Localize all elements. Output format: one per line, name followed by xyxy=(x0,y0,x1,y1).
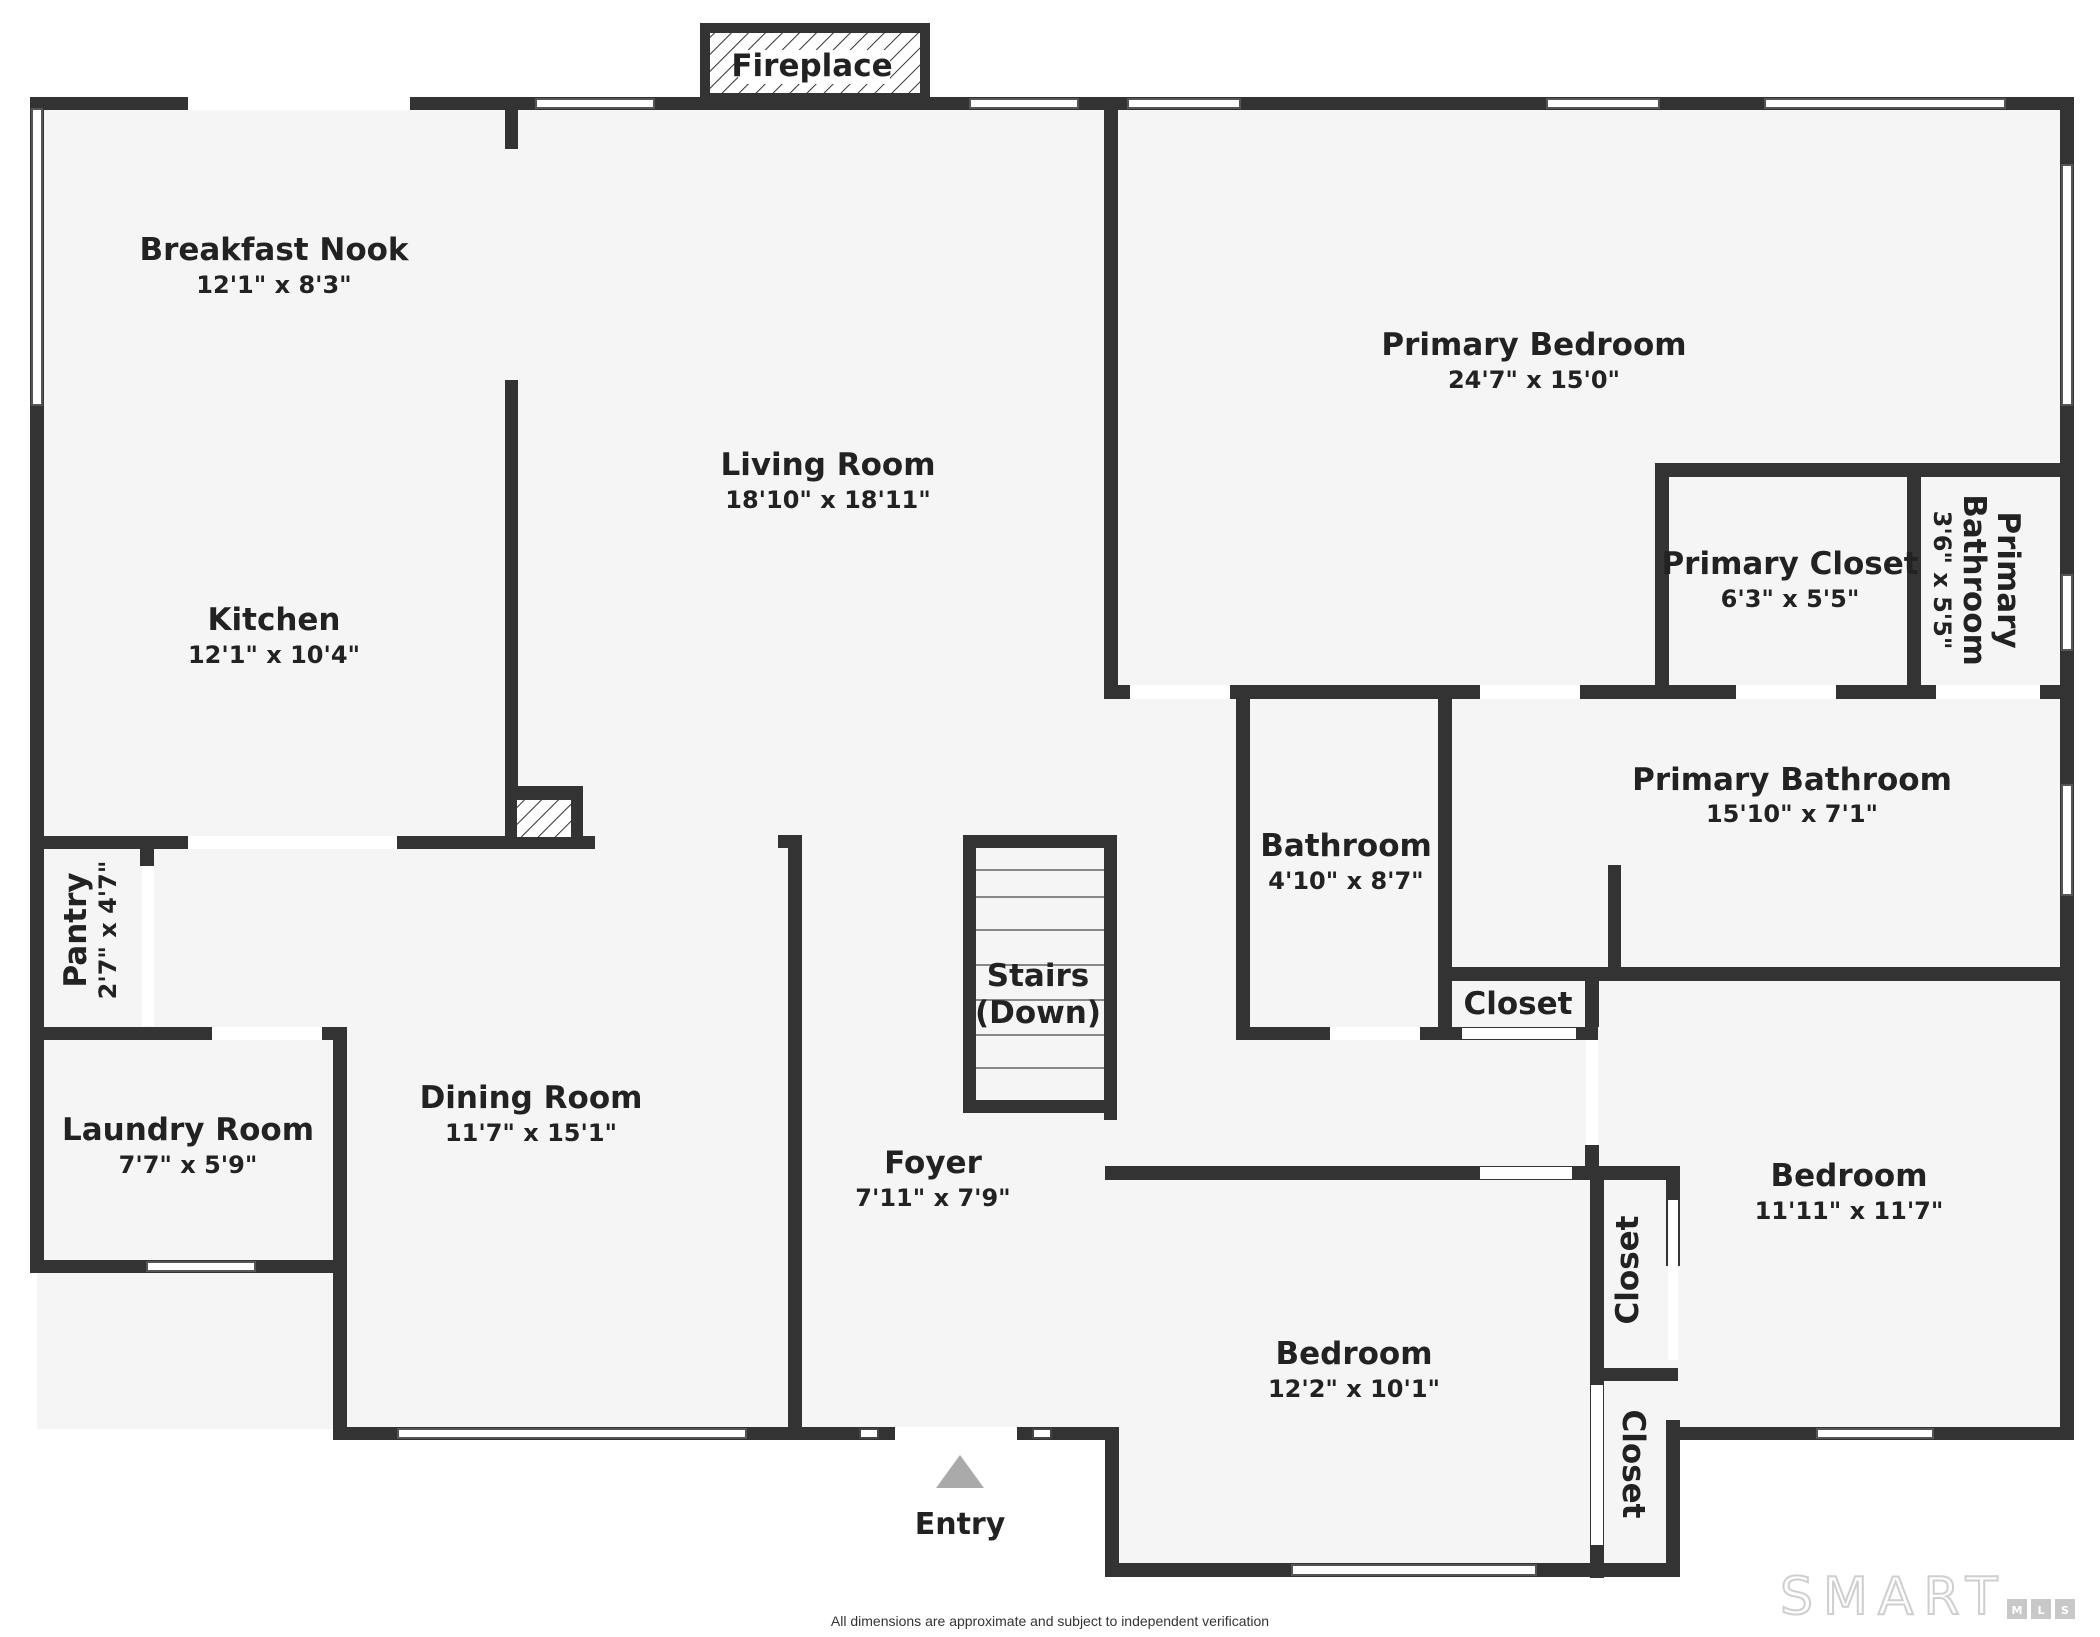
living-room-dims: 18'10" x 18'11" xyxy=(725,486,931,514)
primary-closet-dims: 6'3" x 5'5" xyxy=(1721,585,1860,613)
foyer-name: Foyer xyxy=(884,1145,982,1181)
breakfast-nook-name: Breakfast Nook xyxy=(139,232,409,268)
bedroom-right-dims: 11'11" x 11'7" xyxy=(1755,1197,1944,1225)
smart-mls-logo: SMART M L S xyxy=(1779,1566,2075,1628)
entry-marker: Entry xyxy=(915,1455,1006,1542)
fireplace: Fireplace xyxy=(700,23,930,103)
windows xyxy=(31,97,2073,1576)
bedroom-bottom-name: Bedroom xyxy=(1275,1336,1432,1372)
logo-sub-s: S xyxy=(2061,1604,2069,1617)
kitchen-name: Kitchen xyxy=(207,602,340,638)
laundry-room-name: Laundry Room xyxy=(62,1112,314,1148)
logo-wordmark: SMART xyxy=(1780,1567,2008,1627)
logo-sub-l: L xyxy=(2037,1604,2044,1617)
primary-bathroom-small-name-line1: Primary xyxy=(1990,511,2026,648)
door-openings xyxy=(142,685,2040,1545)
living-room-name: Living Room xyxy=(720,447,935,483)
bedroom-bottom-dims: 12'2" x 10'1" xyxy=(1268,1375,1440,1403)
room-labels: Breakfast Nook 12'1" x 8'3" Living Room … xyxy=(58,232,2026,1519)
bathroom-dims: 4'10" x 8'7" xyxy=(1268,867,1423,895)
pantry-dims: 2'7" x 4'7" xyxy=(94,861,122,1000)
primary-bathroom-dims: 15'10" x 7'1" xyxy=(1706,800,1878,828)
disclaimer-footnote: All dimensions are approximate and subje… xyxy=(831,1613,1269,1629)
bedroom-right-name: Bedroom xyxy=(1770,1158,1927,1194)
dining-room-dims: 11'7" x 15'1" xyxy=(445,1119,617,1147)
dining-room-name: Dining Room xyxy=(420,1080,643,1116)
fireplace-label: Fireplace xyxy=(731,48,892,84)
stairs-label-line1: Stairs xyxy=(987,958,1089,994)
primary-bathroom-small-dims: 3'6" x 5'5" xyxy=(1928,511,1956,650)
breakfast-nook-dims: 12'1" x 8'3" xyxy=(196,271,351,299)
foyer-dims: 7'11" x 7'9" xyxy=(855,1184,1010,1212)
primary-bathroom-small-name-line2: Bathroom xyxy=(1956,494,1992,666)
stairs: Stairs (Down) xyxy=(975,848,1104,1100)
entry-arrow-icon xyxy=(936,1455,984,1488)
closet-hall-name: Closet xyxy=(1464,986,1573,1022)
entry-label: Entry xyxy=(915,1507,1006,1542)
floor-areas xyxy=(37,109,2070,1565)
primary-bedroom-dims: 24'7" x 15'0" xyxy=(1448,366,1620,394)
closet-vertical-1-name: Closet xyxy=(1610,1215,1646,1324)
laundry-room-dims: 7'7" x 5'9" xyxy=(119,1151,258,1179)
primary-closet-name: Primary Closet xyxy=(1661,546,1918,582)
kitchen-dims: 12'1" x 10'4" xyxy=(188,641,360,669)
pantry-name: Pantry xyxy=(58,872,94,987)
stairs-label-line2: (Down) xyxy=(975,995,1101,1031)
bathroom-name: Bathroom xyxy=(1260,828,1432,864)
closet-vertical-2-name: Closet xyxy=(1615,1410,1651,1519)
logo-sub-m: M xyxy=(2012,1604,2023,1617)
primary-bedroom-name: Primary Bedroom xyxy=(1381,327,1686,363)
primary-bathroom-name: Primary Bathroom xyxy=(1632,762,1952,798)
